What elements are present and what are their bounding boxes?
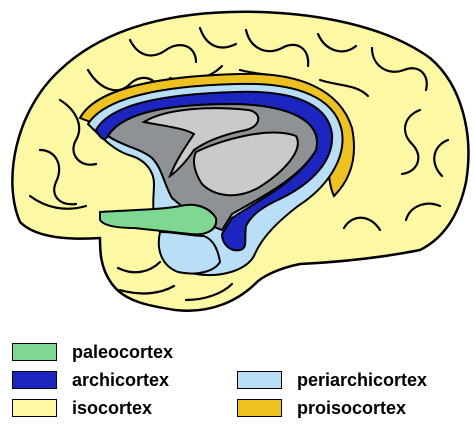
paleocortex-region: [99, 203, 218, 236]
legend-label: periarchicortex: [297, 370, 428, 390]
legend-swatch: [237, 399, 282, 417]
legend-label: paleocortex: [72, 342, 174, 362]
legend-label: proisocortex: [297, 398, 407, 418]
legend-swatch: [12, 371, 57, 389]
inner-region-2: [193, 131, 299, 197]
inner-region: [141, 107, 260, 179]
legend-swatch: [237, 371, 282, 389]
hippocampal-region: [157, 230, 222, 275]
legend-label: isocortex: [72, 398, 153, 418]
sulci-lines: [28, 26, 450, 302]
legend-label: archicortex: [72, 370, 170, 390]
legend-swatch: [12, 399, 57, 417]
legend-swatch: [12, 343, 57, 361]
